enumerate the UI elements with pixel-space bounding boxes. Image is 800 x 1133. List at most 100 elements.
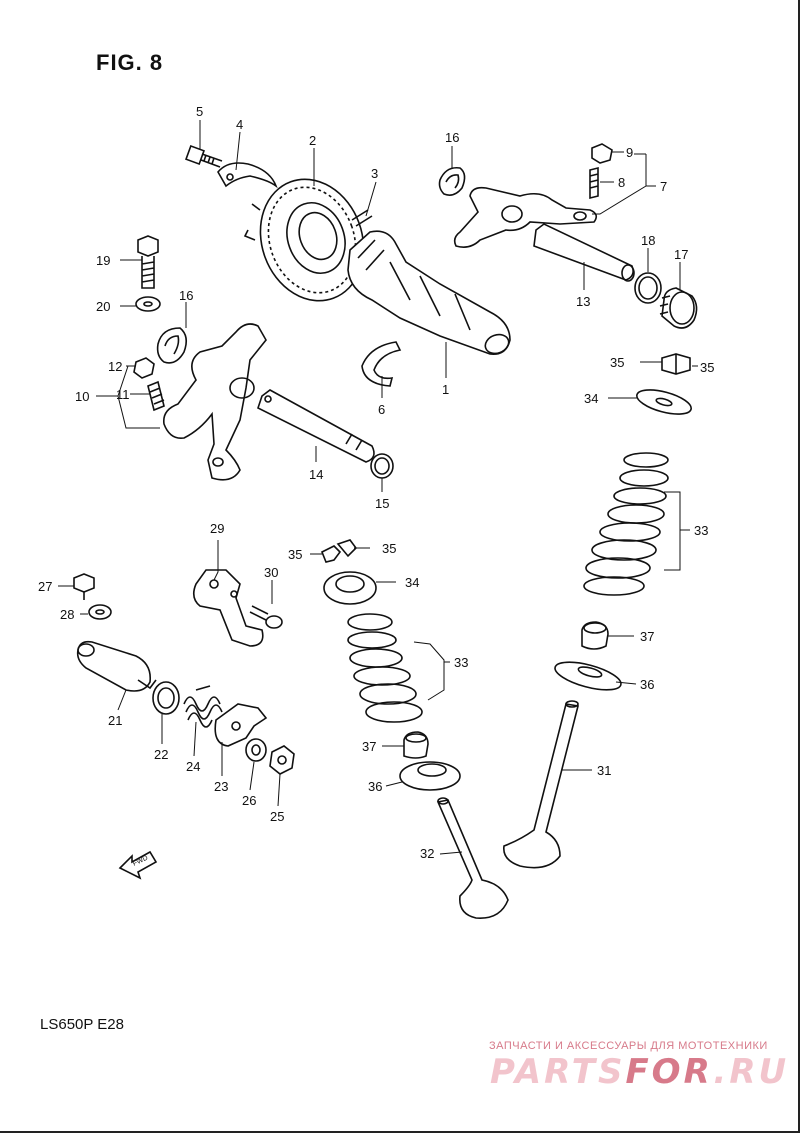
part-16-o-ring-left <box>156 327 188 364</box>
callout-15: 15 <box>375 496 389 511</box>
callout-13: 13 <box>576 294 590 309</box>
callout-5: 5 <box>196 104 203 119</box>
callout-37-right: 37 <box>640 629 654 644</box>
callout-33-mid: 33 <box>454 655 468 670</box>
callout-21: 21 <box>108 713 122 728</box>
part-16-o-ring-right <box>438 166 466 196</box>
callout-20: 20 <box>96 299 110 314</box>
part-20-washer <box>135 296 161 312</box>
callout-2: 2 <box>309 133 316 148</box>
part-33-valve-springs-middle <box>347 613 423 723</box>
part-8-adjust-screw <box>589 166 599 200</box>
frame-right-edge <box>798 0 800 1133</box>
callout-11: 11 <box>116 387 130 402</box>
part-36-seat-middle <box>399 761 461 791</box>
part-9-nut <box>591 143 613 164</box>
part-23-plate <box>214 703 268 747</box>
callout-17: 17 <box>674 247 688 262</box>
part-2-cam-sprocket <box>243 178 365 302</box>
frame-bottom-edge <box>0 1131 800 1133</box>
callout-26: 26 <box>242 793 256 808</box>
callout-35-mid-b: 35 <box>382 541 396 556</box>
callout-22: 22 <box>154 747 168 762</box>
callout-9: 9 <box>626 145 633 160</box>
part-11-adjust-screw <box>147 380 165 412</box>
callout-24: 24 <box>186 759 200 774</box>
callout-32: 32 <box>420 846 434 861</box>
part-24-spring <box>183 685 223 728</box>
callout-10: 10 <box>75 389 89 404</box>
part-6-half-ring <box>361 341 402 387</box>
callout-35-right-a: 35 <box>610 355 624 370</box>
callout-27: 27 <box>38 579 52 594</box>
part-36-seat-right <box>554 661 622 691</box>
watermark-logo: PARTSFOR.RU <box>490 1052 789 1092</box>
part-32-valve-middle <box>436 797 509 919</box>
callout-29: 29 <box>210 521 224 536</box>
part-29-decomp-lever <box>192 569 264 647</box>
figure-title: FIG. 8 <box>96 50 164 75</box>
part-19-bolt <box>137 235 159 289</box>
part-21-decomp-shaft <box>76 640 157 692</box>
fwd-arrow-icon: FWD <box>118 850 158 880</box>
part-4-plate <box>217 162 278 189</box>
callout-14: 14 <box>309 467 323 482</box>
watermark-brand-a: PARTS <box>490 1052 626 1092</box>
part-12-nut <box>133 357 155 379</box>
callout-4: 4 <box>236 117 243 132</box>
part-37-seal-right <box>581 621 609 650</box>
watermark-brand-b: FOR <box>625 1052 714 1092</box>
part-34-retainer-right <box>636 389 692 415</box>
watermark-tagline: ЗАПЧАСТИ И АКСЕССУАРЫ ДЛЯ МОТОТЕХНИКИ <box>489 1040 768 1052</box>
part-25-nut <box>269 745 295 775</box>
callout-35-right-b: 35 <box>700 360 714 375</box>
part-22-oil-seal <box>152 681 180 715</box>
callout-33-right: 33 <box>694 523 708 538</box>
part-1-camshaft <box>347 230 511 356</box>
part-5-bolt <box>185 145 223 168</box>
part-35-cotter-right <box>661 353 691 375</box>
part-31-valve-right <box>503 700 579 869</box>
part-27-bolt <box>73 573 95 600</box>
callout-35-mid-a: 35 <box>288 547 302 562</box>
part-35-cotter-middle <box>320 539 358 563</box>
part-28-washer <box>88 604 112 620</box>
watermark-brand-c: .RU <box>713 1052 790 1092</box>
callout-36-right: 36 <box>640 677 654 692</box>
callout-37-mid: 37 <box>362 739 376 754</box>
callout-3: 3 <box>371 166 378 181</box>
callout-labels: 5 4 2 3 16 9 8 7 18 17 13 35 35 34 33 37… <box>38 104 714 861</box>
callout-23: 23 <box>214 779 228 794</box>
callout-34-right: 34 <box>584 391 598 406</box>
part-37-seal-middle <box>403 731 429 759</box>
callout-16-left: 16 <box>179 288 193 303</box>
part-15-ring <box>370 453 394 479</box>
part-3-pin <box>351 209 373 227</box>
callout-6: 6 <box>378 402 385 417</box>
callout-25: 25 <box>270 809 284 824</box>
model-code: LS650P E28 <box>40 1016 124 1033</box>
part-10-rocker-arm-left <box>162 323 267 481</box>
callout-30: 30 <box>264 565 278 580</box>
callout-1: 1 <box>442 382 449 397</box>
callout-7: 7 <box>660 179 667 194</box>
part-13-rocker-shaft-right <box>533 223 635 282</box>
part-17-plug <box>659 287 698 329</box>
callout-12: 12 <box>108 359 122 374</box>
callout-16-right: 16 <box>445 130 459 145</box>
part-34-retainer-middle <box>323 571 377 605</box>
callout-31: 31 <box>597 763 611 778</box>
part-26-washer <box>245 738 267 762</box>
callout-19: 19 <box>96 253 110 268</box>
callout-8: 8 <box>618 175 625 190</box>
part-14-rocker-shaft-left <box>257 389 375 463</box>
callout-28: 28 <box>60 607 74 622</box>
part-7-rocker-arm <box>453 186 598 248</box>
callout-34-mid: 34 <box>405 575 419 590</box>
callout-36-mid: 36 <box>368 779 382 794</box>
part-30-screw <box>249 605 283 629</box>
part-18-ring <box>634 272 662 304</box>
part-33-valve-springs-right <box>583 452 669 596</box>
callout-18: 18 <box>641 233 655 248</box>
